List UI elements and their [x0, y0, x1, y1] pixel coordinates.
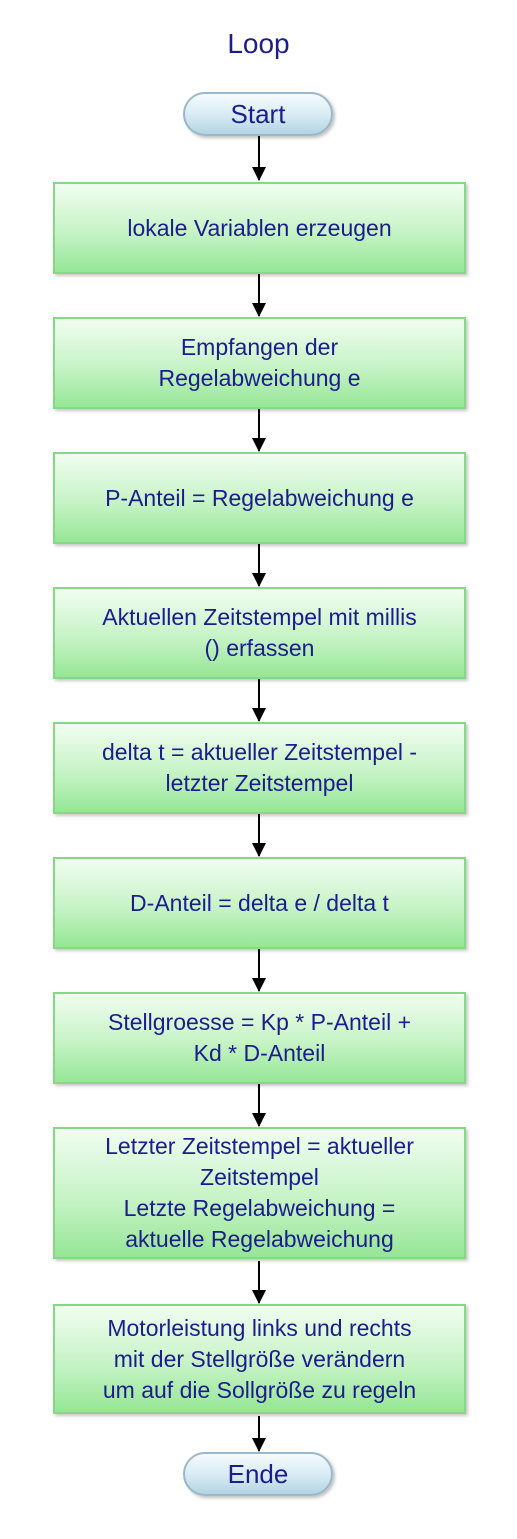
step-label: P-Anteil = Regelabweichung e	[105, 484, 414, 511]
step-create-local-variables: lokale Variablen erzeugen	[53, 182, 466, 274]
step-capture-timestamp: Aktuellen Zeitstempel mit millis () erfa…	[53, 587, 466, 679]
diagram-title: Loop	[227, 28, 290, 59]
flow-arrow	[252, 1084, 266, 1127]
flow-arrow	[252, 949, 266, 992]
step-delta-t: delta t = aktueller Zeitstempel - letzte…	[53, 722, 466, 814]
step-label: lokale Variablen erzeugen	[127, 214, 392, 241]
flow-arrow	[252, 544, 266, 587]
step-p-component: P-Anteil = Regelabweichung e	[53, 452, 466, 544]
flow-arrow	[252, 679, 266, 722]
flow-arrow	[252, 136, 266, 181]
start-label: Start	[230, 98, 286, 129]
step-label: Letzter Zeitstempel = aktueller Zeitstem…	[105, 1133, 414, 1252]
flow-arrow	[252, 274, 266, 317]
step-receive-error: Empfangen der Regelabweichung e	[53, 317, 466, 409]
end-label: Ende	[227, 1458, 289, 1489]
step-label: delta t = aktueller Zeitstempel - letzte…	[101, 739, 418, 796]
step-label: Aktuellen Zeitstempel mit millis () erfa…	[102, 604, 417, 661]
step-control-output: Stellgroesse = Kp * P-Anteil + Kd * D-An…	[53, 992, 466, 1084]
step-store-previous-values: Letzter Zeitstempel = aktueller Zeitstem…	[53, 1127, 466, 1259]
step-label: D-Anteil = delta e / delta t	[130, 889, 389, 916]
flow-arrow	[252, 1416, 266, 1452]
end-terminal: Ende	[183, 1452, 333, 1496]
flow-arrow	[252, 814, 266, 857]
flow-arrow	[252, 409, 266, 452]
flow-arrow	[252, 1261, 266, 1304]
step-d-component: D-Anteil = delta e / delta t	[53, 857, 466, 949]
step-label: Motorleistung links und rechts mit der S…	[102, 1314, 417, 1403]
start-terminal: Start	[183, 92, 333, 136]
step-label: Empfangen der Regelabweichung e	[158, 334, 361, 391]
step-label: Stellgroesse = Kp * P-Anteil + Kd * D-An…	[108, 1009, 411, 1066]
step-adjust-motor-power: Motorleistung links und rechts mit der S…	[53, 1304, 466, 1414]
